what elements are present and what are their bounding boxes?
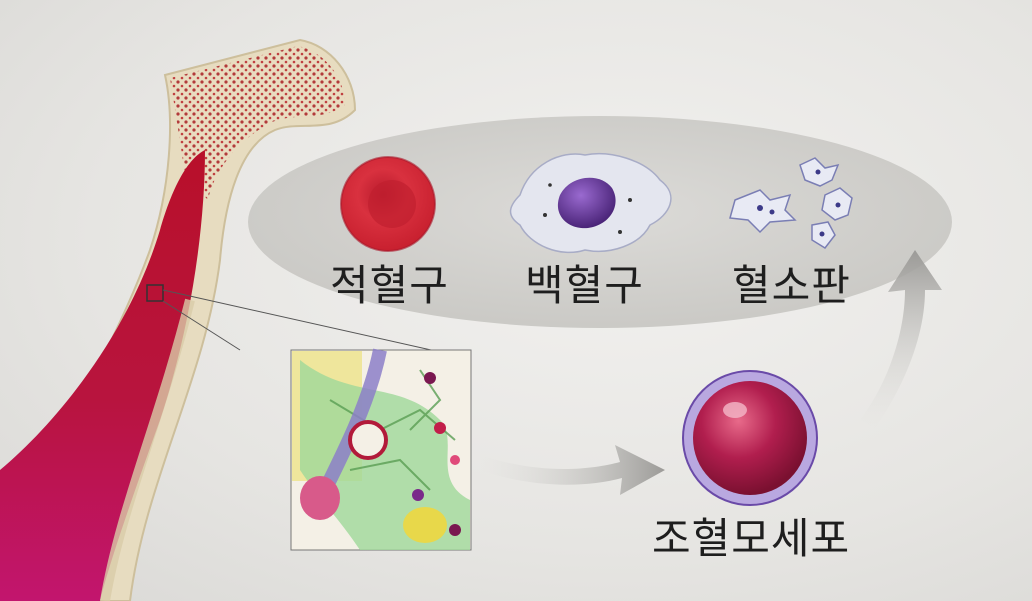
bone-illustration	[0, 38, 441, 601]
arrow-to-stem-cell	[480, 445, 665, 495]
white-blood-cell-label: 백혈구	[525, 261, 644, 310]
red-blood-cell	[340, 156, 436, 252]
arrow-to-blood-cells	[860, 250, 942, 428]
stem-cell-label: 조혈모세포	[652, 514, 851, 563]
red-blood-cell-label: 적혈구	[330, 261, 449, 310]
white-blood-cell	[509, 153, 672, 254]
platelet-label: 혈소판	[732, 261, 851, 310]
platelet-1	[729, 189, 797, 234]
stem-cell	[682, 370, 818, 506]
platelets	[729, 157, 853, 249]
marrow-tissue-inset	[290, 348, 472, 551]
